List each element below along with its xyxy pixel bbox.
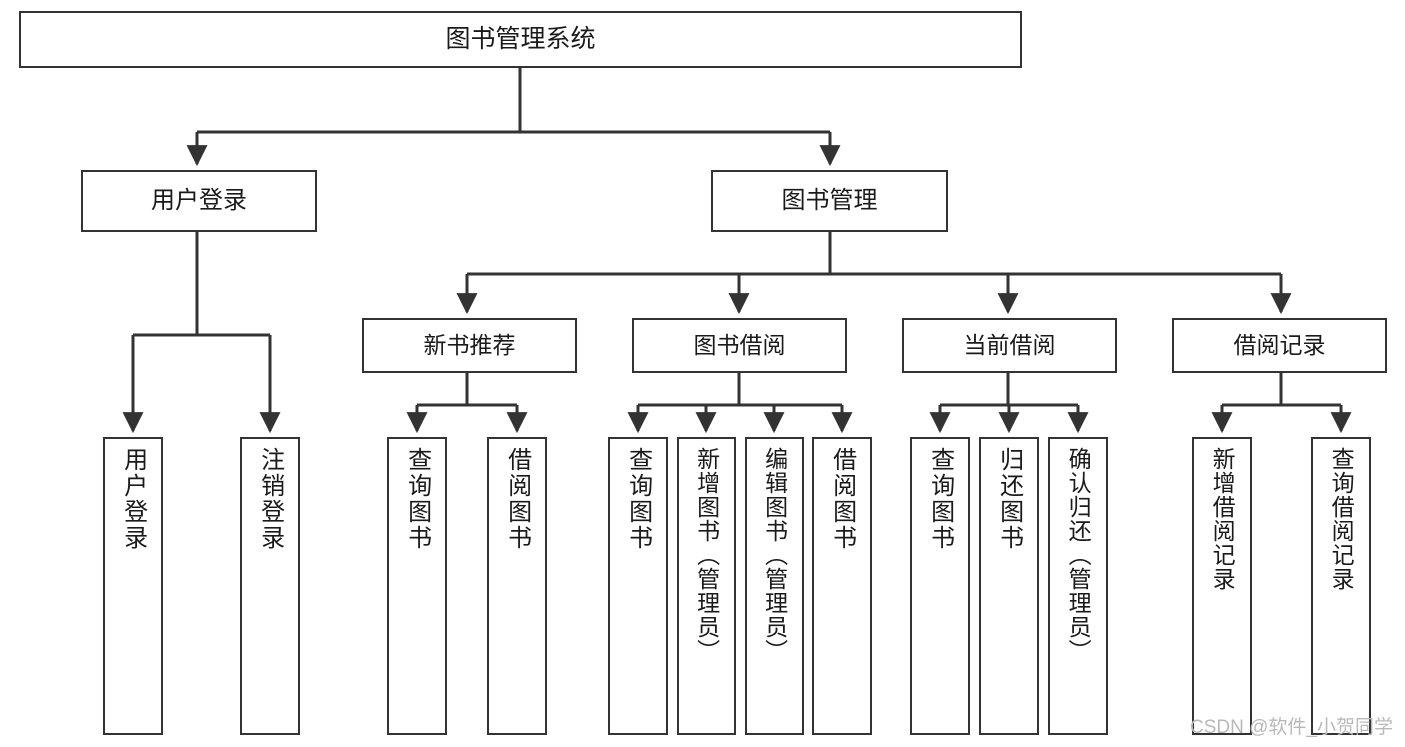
node-label: 借阅图书 bbox=[828, 447, 856, 551]
leaf-record-query-record[interactable]: 查询借阅记录 bbox=[1311, 437, 1371, 735]
node-book-management[interactable]: 图书管理 bbox=[711, 170, 948, 232]
node-label: 当前借阅 bbox=[963, 331, 1056, 358]
node-current-borrow[interactable]: 当前借阅 bbox=[902, 318, 1117, 373]
node-label: 查询图书 bbox=[926, 447, 954, 551]
leaf-record-add-record[interactable]: 新增借阅记录 bbox=[1192, 437, 1252, 735]
node-label: 编辑图书（管理员） bbox=[761, 447, 788, 663]
node-label: 新增借阅记录 bbox=[1209, 447, 1236, 591]
node-label: 查询图书 bbox=[403, 447, 431, 551]
node-new-book-recommend[interactable]: 新书推荐 bbox=[362, 318, 577, 373]
leaf-borrow-query-book[interactable]: 查询图书 bbox=[608, 437, 668, 735]
node-label: 借阅图书 bbox=[503, 447, 531, 551]
node-label: 借阅记录 bbox=[1233, 331, 1326, 358]
node-label: 查询借阅记录 bbox=[1328, 447, 1355, 591]
leaf-current-confirm-return-admin[interactable]: 确认归还（管理员） bbox=[1048, 437, 1108, 735]
node-label: 图书管理 bbox=[781, 186, 878, 214]
node-label: 归还图书 bbox=[995, 447, 1023, 551]
node-label: 新增图书（管理员） bbox=[693, 447, 720, 663]
node-label: 用户登录 bbox=[151, 186, 247, 214]
node-label: 注销登录 bbox=[256, 447, 284, 551]
node-label: 新书推荐 bbox=[423, 331, 516, 358]
leaf-current-query-book[interactable]: 查询图书 bbox=[910, 437, 970, 735]
node-borrow-record[interactable]: 借阅记录 bbox=[1172, 318, 1387, 373]
watermark-text: CSDN @软件_小贺同学 bbox=[1190, 717, 1393, 738]
node-label: 查询图书 bbox=[624, 447, 652, 551]
node-label: 用户登录 bbox=[119, 447, 147, 551]
leaf-borrow-edit-book-admin[interactable]: 编辑图书（管理员） bbox=[745, 437, 804, 735]
node-book-borrow[interactable]: 图书借阅 bbox=[632, 318, 847, 373]
leaf-current-return-book[interactable]: 归还图书 bbox=[979, 437, 1039, 735]
node-root-system[interactable]: 图书管理系统 bbox=[19, 11, 1022, 68]
node-user-login[interactable]: 用户登录 bbox=[81, 170, 317, 232]
node-label: 确认归还（管理员） bbox=[1065, 447, 1092, 663]
node-label: 图书管理系统 bbox=[445, 24, 596, 53]
leaf-recommend-borrow-book[interactable]: 借阅图书 bbox=[487, 437, 547, 735]
node-label: 图书借阅 bbox=[693, 331, 786, 358]
leaf-user-login-signin[interactable]: 用户登录 bbox=[103, 437, 163, 735]
leaf-borrow-add-book-admin[interactable]: 新增图书（管理员） bbox=[677, 437, 736, 735]
leaf-recommend-query-book[interactable]: 查询图书 bbox=[387, 437, 447, 735]
leaf-user-login-signout[interactable]: 注销登录 bbox=[240, 437, 300, 735]
leaf-borrow-borrow-book[interactable]: 借阅图书 bbox=[812, 437, 872, 735]
